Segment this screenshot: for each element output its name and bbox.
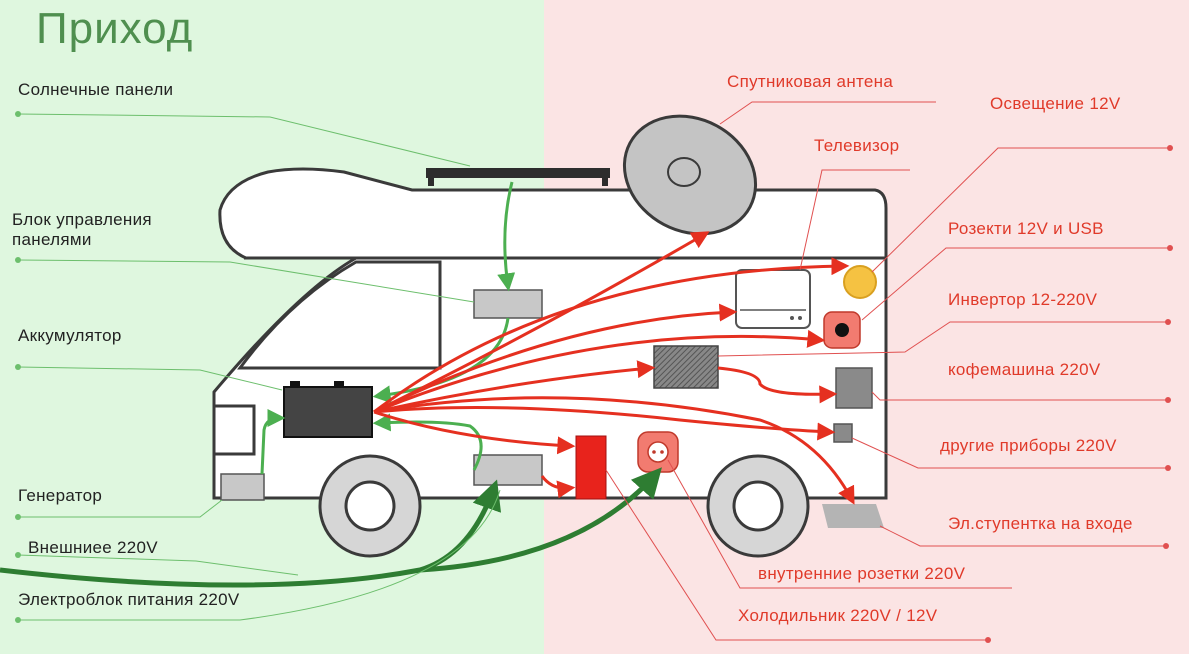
other-device (833, 423, 853, 443)
label-lighting: Освещение 12V (990, 94, 1121, 113)
label-external: Внешниее 220V (28, 538, 158, 557)
label-power-unit: Электроблок питания 220V (18, 590, 240, 609)
inverter (653, 345, 719, 389)
solar-panel (426, 168, 610, 186)
label-sockets-12v: Розекти 12V и USB (948, 219, 1104, 238)
income-leader-dots (15, 111, 21, 623)
internal-socket (637, 431, 679, 473)
motorhome-body (212, 167, 888, 558)
generator (220, 473, 265, 501)
label-fridge: Холодильник 220V / 12V (738, 606, 938, 625)
expense-leaders (605, 101, 1170, 641)
satellite-dish (622, 114, 758, 236)
electric-step (822, 504, 884, 528)
label-battery: Аккумулятор (18, 326, 122, 345)
battery (283, 381, 373, 438)
power-unit (473, 454, 543, 486)
light (843, 265, 877, 299)
page-title: Приход (36, 4, 194, 53)
label-controller-2: панелями (12, 230, 92, 249)
expense-leader-dots (985, 145, 1173, 643)
income-leaders (17, 113, 501, 621)
label-controller-1: Блок управления (12, 210, 152, 229)
tv (735, 269, 811, 329)
label-satellite: Спутниковая антена (727, 72, 894, 91)
label-inverter: Инвертор 12-220V (948, 290, 1098, 309)
label-tv: Телевизор (814, 136, 900, 155)
expense-flows (373, 231, 855, 505)
socket-12v (823, 311, 861, 349)
label-coffee: кофемашина 220V (948, 360, 1101, 379)
fridge (575, 435, 607, 500)
label-step: Эл.ступентка на входе (948, 514, 1133, 533)
label-internal-sockets: внутренние розетки 220V (758, 564, 966, 583)
coffee-machine (835, 367, 873, 409)
label-solar: Солнечные панели (18, 80, 174, 99)
external-cable (0, 467, 662, 588)
label-generator: Генератор (18, 486, 103, 505)
label-other-devices: другие приборы 220V (940, 436, 1117, 455)
panel-controller (473, 289, 543, 319)
